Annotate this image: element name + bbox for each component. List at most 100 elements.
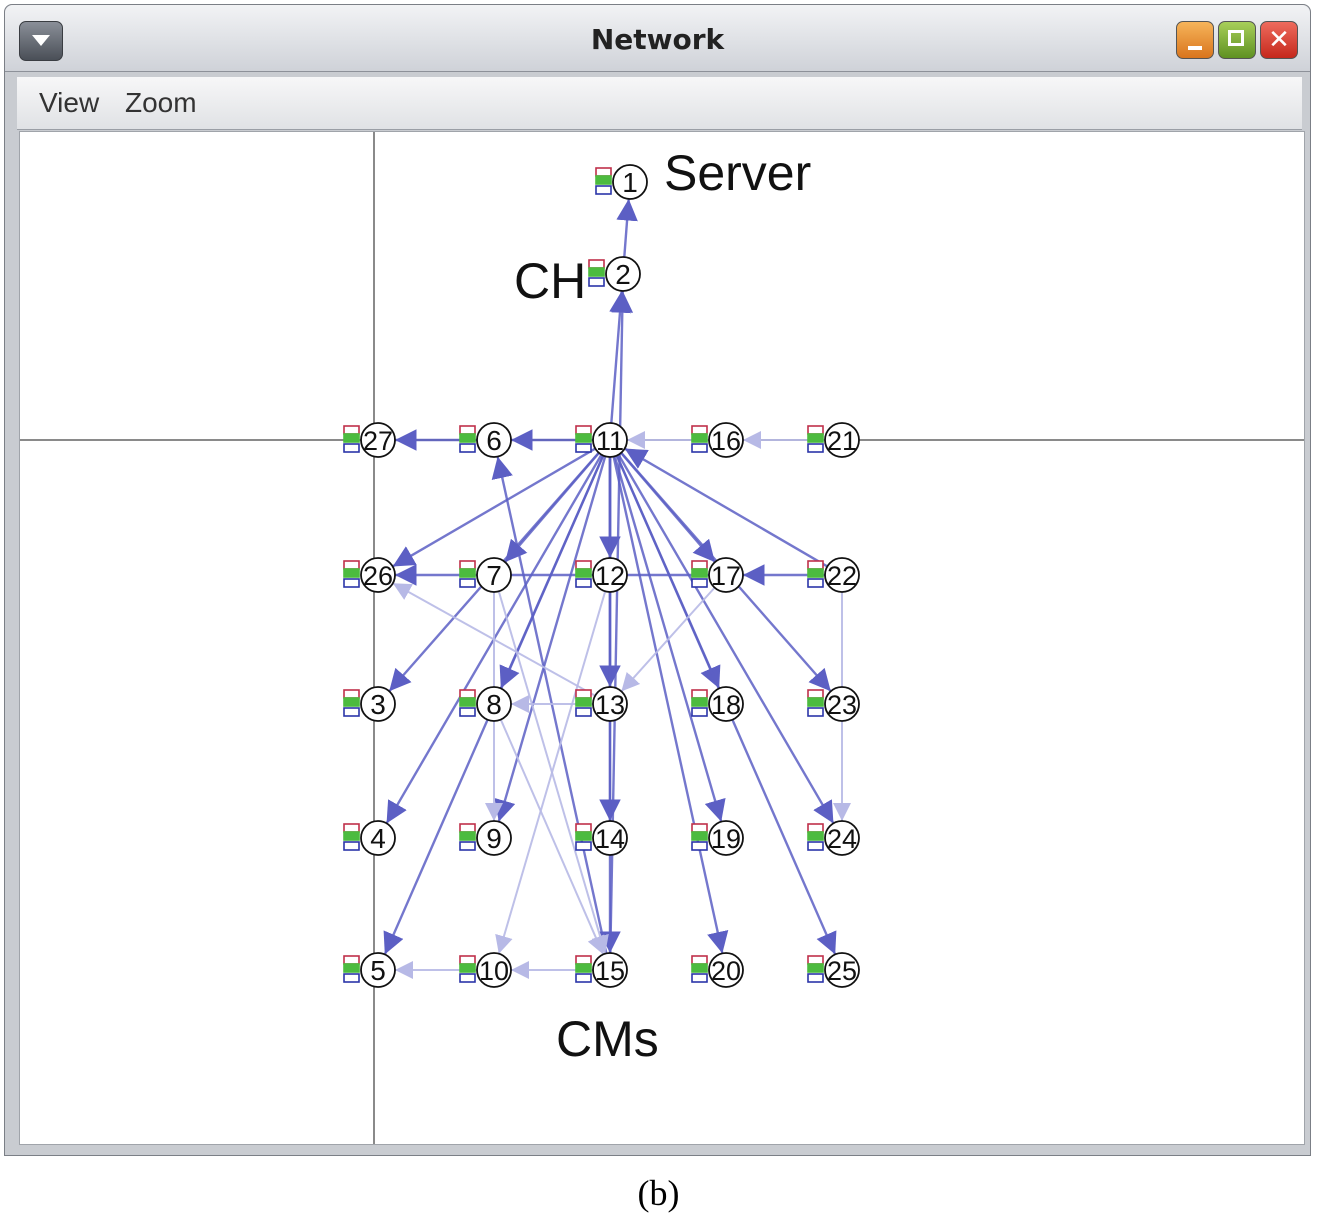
status-box-green <box>575 831 592 841</box>
status-box-red <box>588 259 605 269</box>
node-label: 14 <box>595 824 625 854</box>
status-box-blue <box>459 578 476 588</box>
edge-11-to-20 <box>612 456 729 954</box>
node-circle <box>824 686 860 722</box>
node-label: 7 <box>486 560 502 591</box>
edge-22-to-11 <box>624 447 828 568</box>
status-box-blue <box>343 443 360 453</box>
status-box-green <box>807 433 824 443</box>
node-25[interactable]: 25 <box>807 952 860 988</box>
status-box-red <box>807 689 824 699</box>
node-label: 22 <box>827 561 857 591</box>
node-19[interactable]: 19 <box>691 820 744 856</box>
minimize-button[interactable] <box>1176 21 1214 59</box>
status-box-blue <box>343 578 360 588</box>
status-box-red <box>691 560 708 570</box>
status-box-green <box>575 433 592 443</box>
status-box-red <box>343 823 360 833</box>
node-15[interactable]: 15 <box>575 952 628 988</box>
status-box-green <box>459 568 476 578</box>
node-circle <box>605 256 641 292</box>
node-21[interactable]: 21 <box>807 422 860 458</box>
status-box-red <box>691 689 708 699</box>
status-box-green <box>691 831 708 841</box>
node-11[interactable]: 11 <box>575 422 628 458</box>
node-20[interactable]: 20 <box>691 952 744 988</box>
node-10[interactable]: 10 <box>459 952 512 988</box>
status-box-green <box>691 963 708 973</box>
status-box-green <box>595 175 612 185</box>
window-menu-button[interactable] <box>19 21 63 61</box>
node-5[interactable]: 5 <box>343 952 396 988</box>
node-circle <box>592 422 628 458</box>
window-title: Network <box>590 23 725 56</box>
node-27[interactable]: 27 <box>343 422 396 458</box>
node-14[interactable]: 14 <box>575 820 628 856</box>
node-2[interactable]: 2 <box>588 256 641 292</box>
node-9[interactable]: 9 <box>459 820 512 856</box>
node-label: 21 <box>827 426 857 456</box>
node-circle <box>476 952 512 988</box>
status-box-red <box>343 955 360 965</box>
status-box-blue <box>691 707 708 717</box>
node-13[interactable]: 13 <box>575 686 628 722</box>
node-label: 4 <box>370 823 386 854</box>
close-icon: ✕ <box>1268 25 1290 55</box>
status-box-red <box>691 425 708 435</box>
node-circle <box>360 686 396 722</box>
node-circle <box>476 557 512 593</box>
ch-label: CH <box>514 253 586 309</box>
edge-8-to-15 <box>499 719 605 955</box>
status-box-blue <box>691 841 708 851</box>
node-3[interactable]: 3 <box>343 686 396 722</box>
node-label: 25 <box>827 956 857 986</box>
status-box-green <box>575 697 592 707</box>
node-circle <box>592 820 628 856</box>
node-23[interactable]: 23 <box>807 686 860 722</box>
node-label: 10 <box>479 956 509 986</box>
node-4[interactable]: 4 <box>343 820 396 856</box>
status-box-blue <box>691 443 708 453</box>
node-22[interactable]: 22 <box>807 557 860 593</box>
node-7[interactable]: 7 <box>459 557 512 593</box>
node-8[interactable]: 8 <box>459 686 512 722</box>
node-16[interactable]: 16 <box>691 422 744 458</box>
node-1[interactable]: 1 <box>595 164 648 200</box>
status-box-green <box>691 697 708 707</box>
node-17[interactable]: 17 <box>691 557 744 593</box>
menu-zoom[interactable]: Zoom <box>125 87 197 118</box>
maximize-button[interactable] <box>1218 21 1256 59</box>
status-box-green <box>459 963 476 973</box>
node-6[interactable]: 6 <box>459 422 512 458</box>
status-box-red <box>807 823 824 833</box>
status-box-blue <box>459 443 476 453</box>
status-box-green <box>807 831 824 841</box>
edge-2-to-1 <box>616 198 638 258</box>
node-18[interactable]: 18 <box>691 686 744 722</box>
status-box-red <box>343 425 360 435</box>
node-label: 17 <box>711 561 741 591</box>
node-label: 9 <box>486 823 502 854</box>
title-bar[interactable]: Network ✕ <box>5 5 1310 72</box>
status-box-red <box>343 560 360 570</box>
node-label: 15 <box>595 956 625 986</box>
node-label: 8 <box>486 689 502 720</box>
node-24[interactable]: 24 <box>807 820 860 856</box>
node-12[interactable]: 12 <box>575 557 628 593</box>
status-box-green <box>807 963 824 973</box>
status-box-green <box>691 568 708 578</box>
status-box-red <box>807 955 824 965</box>
node-26[interactable]: 26 <box>343 557 396 593</box>
menu-view[interactable]: View <box>39 87 100 118</box>
status-box-red <box>343 689 360 699</box>
server-label: Server <box>664 145 811 201</box>
node-label: 20 <box>711 956 741 986</box>
edges-layer <box>383 198 851 979</box>
status-box-green <box>807 568 824 578</box>
close-button[interactable]: ✕ <box>1260 21 1298 59</box>
node-circle <box>824 952 860 988</box>
